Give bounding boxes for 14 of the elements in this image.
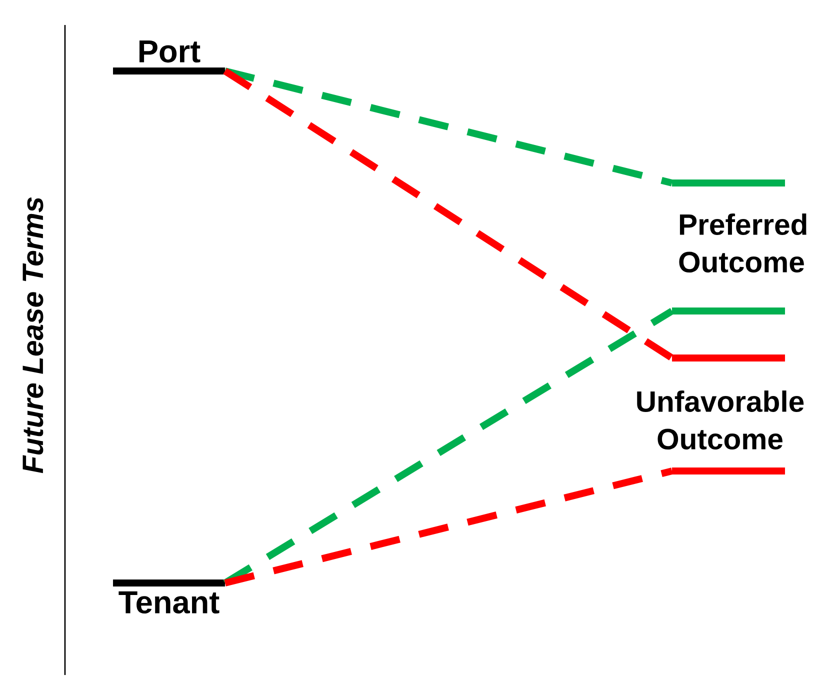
- node-label: Tenant: [118, 591, 220, 614]
- outcome-label: Preferred Outcome: [679, 214, 806, 272]
- level-bar: Tenant: [113, 579, 225, 614]
- dashed-line: [224, 468, 673, 586]
- level-bar: [672, 179, 785, 186]
- level-bar: Port: [113, 40, 225, 74]
- outcome-label: Unfavorable Outcome: [637, 390, 804, 450]
- level-bar: [672, 354, 785, 362]
- level-bar: [672, 467, 785, 474]
- node-label: Port: [139, 40, 200, 63]
- axis-label: Future Lease Terms: [22, 197, 44, 474]
- dashed-line: [223, 68, 674, 361]
- dashed-line: [224, 68, 673, 186]
- level-bar: [672, 307, 785, 314]
